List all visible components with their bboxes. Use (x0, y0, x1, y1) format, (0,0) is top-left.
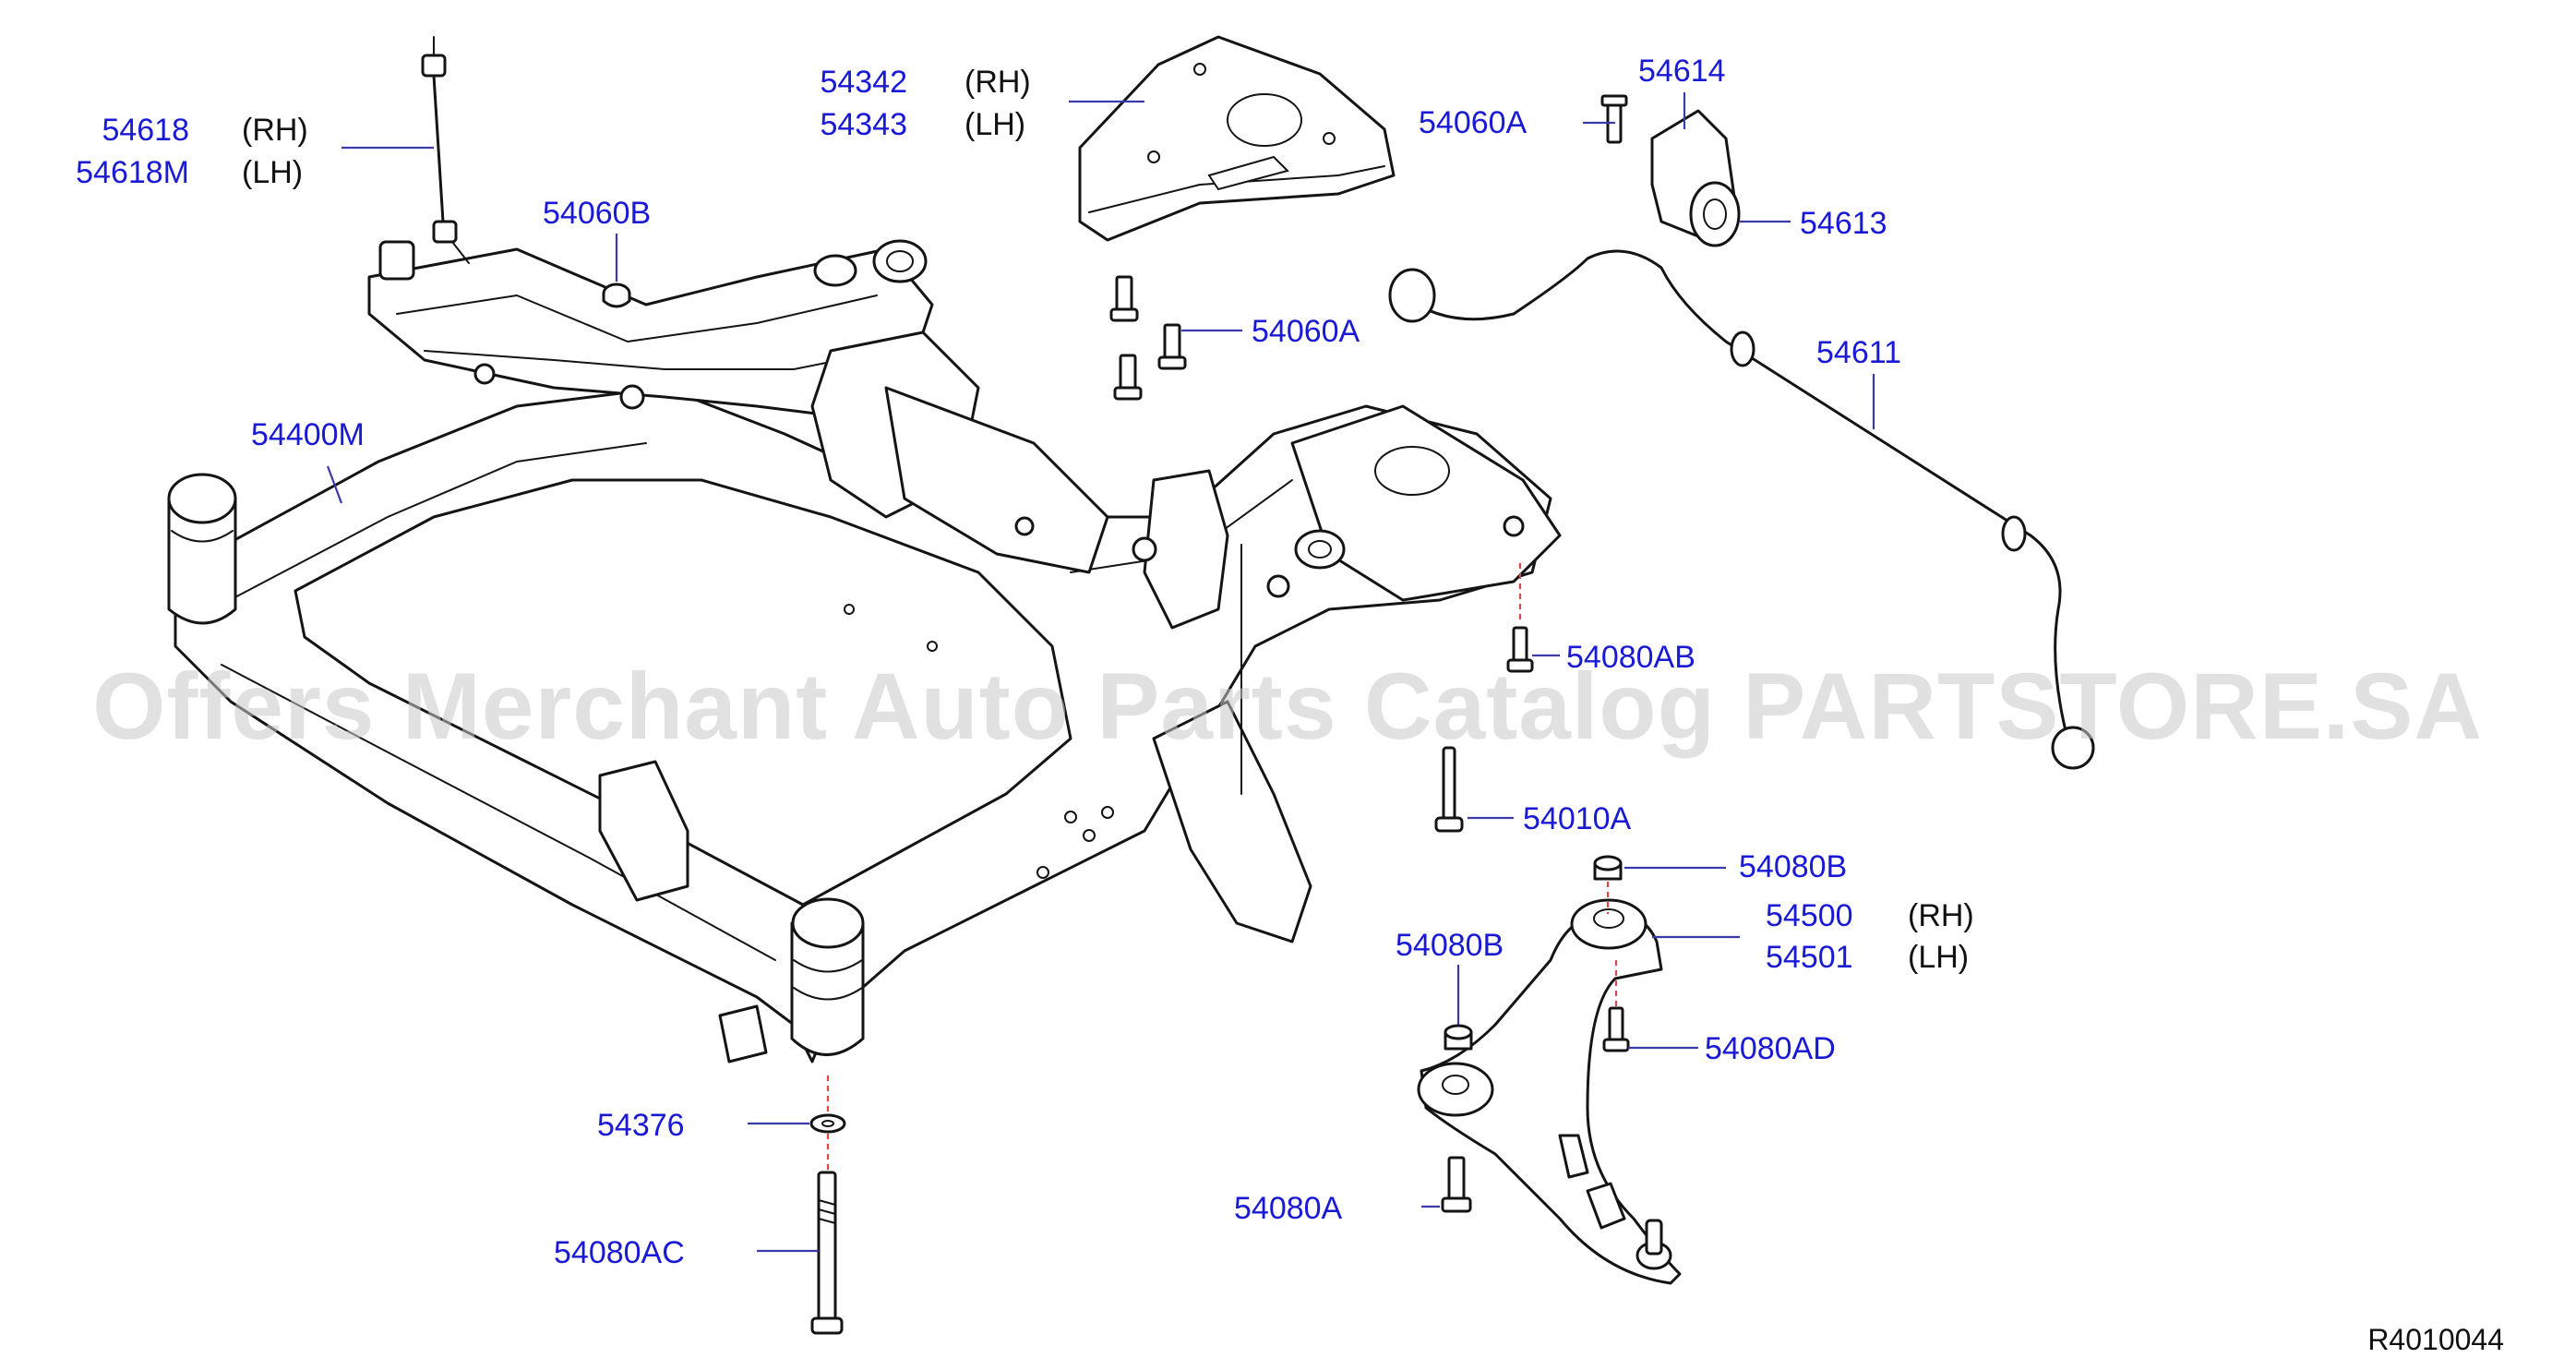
bolt-54080b-right (1593, 855, 1623, 881)
callout-54080ad[interactable]: 54080AD (1705, 1031, 1836, 1066)
nut-54060b (602, 282, 631, 308)
transverse-link (1417, 898, 1682, 1285)
callout-54613[interactable]: 54613 (1800, 206, 1887, 241)
bolt-54080ab (1506, 626, 1534, 673)
washer-54376 (809, 1113, 846, 1134)
callout-54343[interactable]: 54343 (820, 107, 907, 142)
callout-54080b-left[interactable]: 54080B (1396, 928, 1504, 963)
callout-54500[interactable]: 54500 (1766, 898, 1853, 933)
callout-54618-side: (RH) (242, 113, 308, 148)
callout-54618m-side: (LH) (242, 155, 303, 190)
callout-54618[interactable]: 54618 (102, 113, 189, 148)
callout-54618m[interactable]: 54618M (76, 155, 189, 190)
callout-54400m[interactable]: 54400M (251, 417, 365, 452)
bolt-54080ad (1602, 1006, 1630, 1052)
callout-54010a[interactable]: 54010A (1523, 801, 1632, 836)
callout-54501[interactable]: 54501 (1766, 940, 1853, 975)
stabilizer-bar (1388, 249, 2095, 770)
bolt-54080ac (810, 1171, 844, 1335)
callout-54343-side: (LH) (965, 107, 1025, 142)
bolt-54080b-left (1444, 1024, 1473, 1051)
callout-54080b-right[interactable]: 54080B (1739, 849, 1847, 884)
callout-54080ab[interactable]: 54080AB (1566, 640, 1695, 675)
stabilizer-bushing-and-clamp (1600, 94, 1741, 247)
watermark: Offers Merchant Auto Parts Catalog PARTS… (92, 654, 2483, 759)
front-suspension-member (167, 239, 1562, 1064)
stabilizer-connecting-rod (421, 36, 470, 264)
callout-54611[interactable]: 54611 (1816, 335, 1901, 370)
pin-54010a (1434, 746, 1464, 833)
diagram-reference: R4010044 (2367, 1323, 2504, 1356)
callout-54080a[interactable]: 54080A (1234, 1191, 1343, 1226)
bolt-54060a-group (1109, 275, 1187, 401)
callout-54500-side: (RH) (1908, 898, 1974, 933)
callout-54080ac[interactable]: 54080AC (554, 1235, 685, 1270)
bolt-54080a (1441, 1156, 1472, 1213)
callout-54342[interactable]: 54342 (820, 65, 907, 100)
callout-54342-side: (RH) (965, 65, 1031, 100)
reinforcement-plate (1078, 35, 1396, 242)
callout-54060b[interactable]: 54060B (543, 196, 651, 231)
callout-54614[interactable]: 54614 (1638, 54, 1726, 89)
callout-54060a-top[interactable]: 54060A (1419, 105, 1528, 140)
callout-54501-side: (LH) (1908, 940, 1969, 975)
callout-54376[interactable]: 54376 (597, 1108, 685, 1143)
callout-54060a-mid[interactable]: 54060A (1252, 314, 1360, 349)
